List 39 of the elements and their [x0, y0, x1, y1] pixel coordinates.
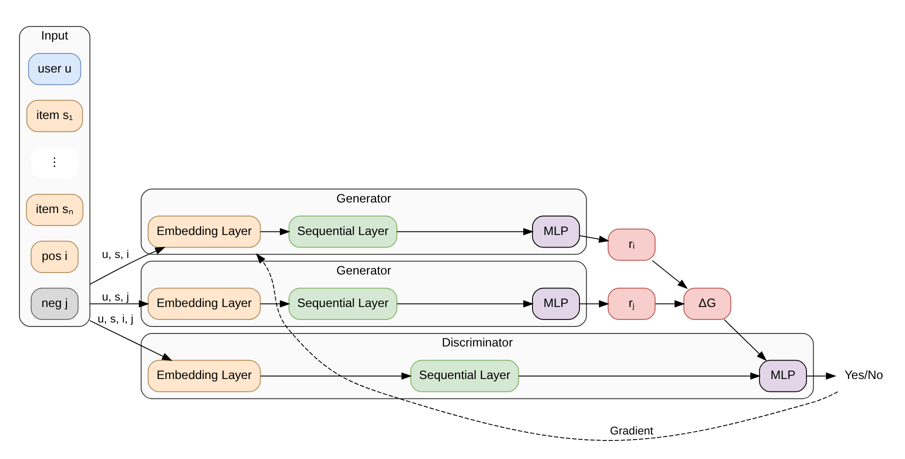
node-box: MLP — [532, 215, 580, 248]
node-box: user u — [28, 52, 82, 85]
node-box: Sequential Layer — [288, 287, 398, 320]
node-box: item sₙ — [26, 193, 84, 226]
node-box: Embedding Layer — [148, 215, 261, 248]
arrow — [724, 318, 767, 361]
arrow — [89, 246, 166, 284]
arrow — [579, 234, 610, 242]
arrow — [260, 372, 412, 380]
arrow — [256, 252, 838, 440]
node-box: rᵢ — [608, 228, 656, 260]
node-text: Yes/No — [844, 368, 884, 382]
node-box: MLP — [532, 287, 580, 320]
node-box: MLP — [759, 359, 807, 392]
arrow — [518, 372, 761, 380]
node-box: rⱼ — [608, 287, 656, 320]
node-box: neg j — [30, 287, 79, 320]
arrow — [396, 300, 534, 307]
node-box: Embedding Layer — [148, 287, 261, 320]
node-box: item s₁ — [26, 99, 83, 132]
arrow — [89, 300, 150, 307]
arrow — [260, 300, 290, 307]
node-box: pos i — [30, 240, 79, 272]
edge-label: u, s, i, j — [98, 312, 134, 325]
arrow — [89, 320, 172, 360]
node-box: Sequential Layer — [288, 215, 398, 248]
arrow — [260, 228, 290, 235]
node-box: Sequential Layer — [410, 359, 520, 392]
arrow — [396, 228, 534, 235]
node-text: ⋮ — [48, 154, 61, 169]
arrow — [652, 260, 688, 288]
arrow — [655, 300, 686, 307]
edge-label: u, s, i — [102, 248, 130, 261]
edge-label: Gradient — [610, 425, 654, 438]
arrow — [806, 372, 836, 380]
node-box: ΔG — [683, 287, 732, 320]
edge-label: u, s, j — [102, 291, 130, 304]
arrow — [579, 300, 610, 307]
node-box: Embedding Layer — [148, 359, 261, 392]
